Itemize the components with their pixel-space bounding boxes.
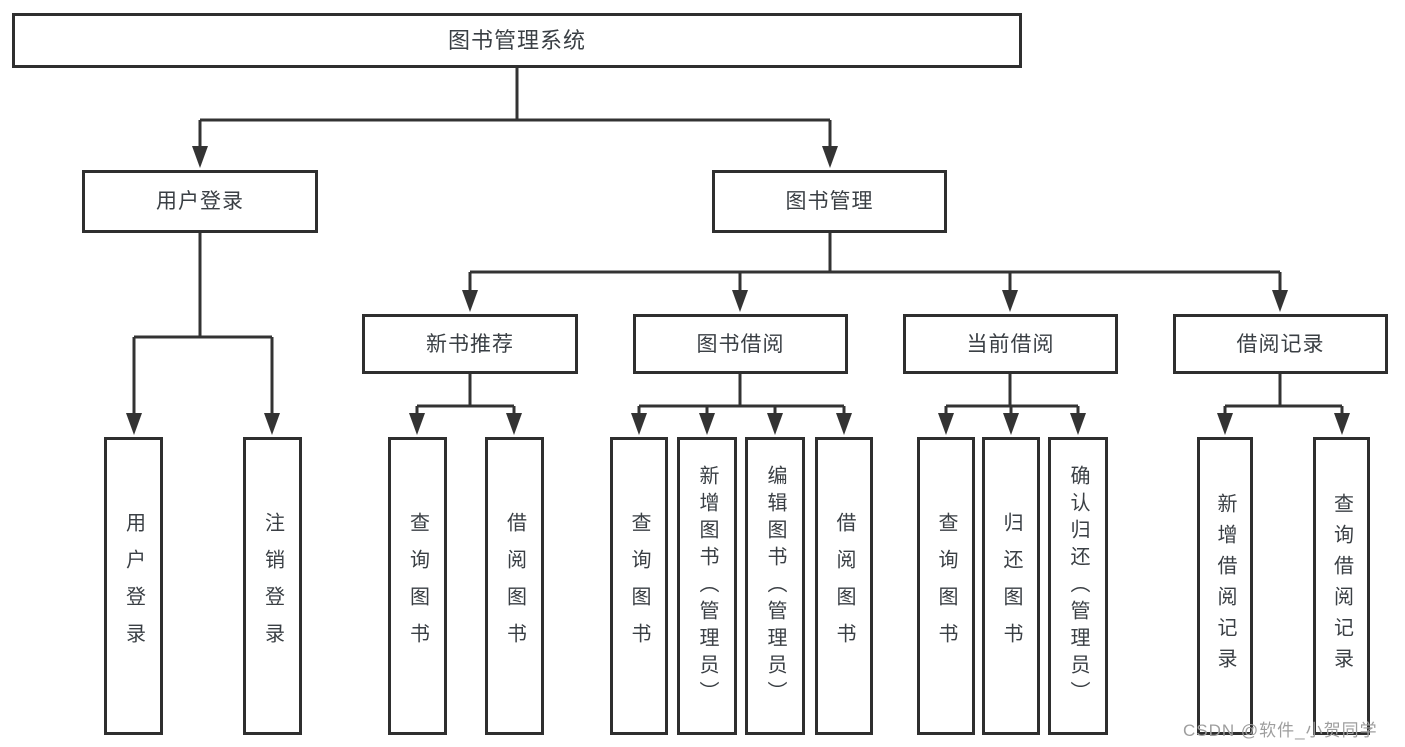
node-book-borrow: 图书借阅 [633,314,848,374]
leaf-record-add-record: 新增借阅记录 [1197,437,1253,735]
leaf-recommend-borrow-book: 借阅图书 [485,437,544,735]
node-library-management-system: 图书管理系统 [12,13,1022,68]
leaf-current-confirm-return-admin: 确认归还（管理员） [1048,437,1108,735]
arrowheads [126,146,1350,435]
leaf-borrow-borrow-book: 借阅图书 [815,437,873,735]
node-user-login: 用户登录 [82,170,318,233]
node-new-book-recommend: 新书推荐 [362,314,578,374]
node-borrow-record: 借阅记录 [1173,314,1388,374]
leaf-user-login: 用户登录 [104,437,163,735]
leaf-current-return-book: 归还图书 [982,437,1040,735]
node-book-management: 图书管理 [712,170,947,233]
leaf-borrow-add-book-admin: 新增图书（管理员） [677,437,737,735]
leaf-record-query-record: 查询借阅记录 [1313,437,1370,735]
csdn-watermark: CSDN @软件_小贺同学 [1183,721,1378,740]
leaf-current-query-book: 查询图书 [917,437,975,735]
leaf-borrow-query-book: 查询图书 [610,437,668,735]
node-current-borrow: 当前借阅 [903,314,1118,374]
leaf-borrow-edit-book-admin: 编辑图书（管理员） [745,437,805,735]
leaf-logout-login: 注销登录 [243,437,302,735]
leaf-recommend-query-book: 查询图书 [388,437,447,735]
connector-segments [132,67,1344,417]
